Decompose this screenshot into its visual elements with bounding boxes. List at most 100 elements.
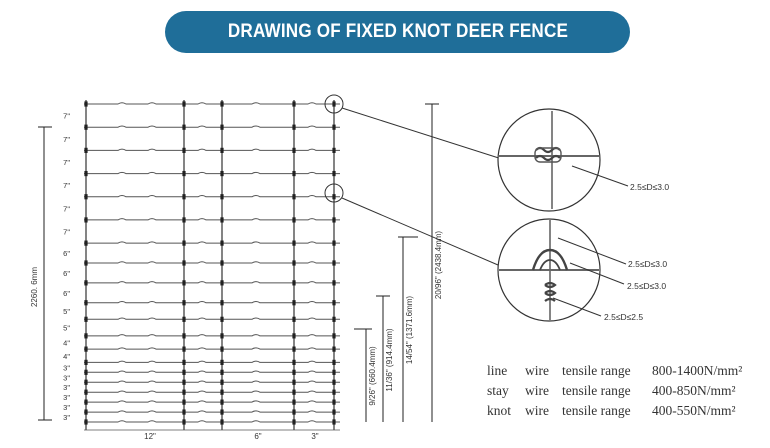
- knot: [220, 359, 224, 365]
- knot: [332, 194, 336, 200]
- dim-full-label: 20/96" (2438.4mm): [434, 231, 443, 300]
- spacing-label: 3": [63, 373, 70, 382]
- line-wire: [84, 102, 340, 105]
- knot: [182, 300, 186, 306]
- knot: [332, 101, 336, 107]
- spec-value: 400-850N/mm²: [652, 383, 736, 398]
- knot: [332, 389, 336, 395]
- spec-value: 800-1400N/mm²: [652, 363, 743, 378]
- spacing-label: 3": [63, 413, 70, 422]
- knot: [332, 147, 336, 153]
- knot: [182, 346, 186, 352]
- knot: [332, 419, 336, 425]
- knot: [220, 147, 224, 153]
- spec-wire: wire: [525, 403, 549, 418]
- spacing-label: 3": [63, 403, 70, 412]
- knot: [332, 260, 336, 266]
- knot: [182, 124, 186, 130]
- line-wire: [84, 317, 340, 320]
- callout-knot-b: 2.5≤D≤3.0: [627, 281, 666, 291]
- left-dimension: [38, 126, 52, 421]
- knot: [84, 147, 88, 153]
- dim-26-label: 9/26" (660.4mm): [368, 346, 377, 406]
- knot: [292, 101, 296, 107]
- leader-line-knot: [341, 197, 506, 269]
- knot: [292, 300, 296, 306]
- leader-top-callout: [571, 165, 629, 187]
- line-wire: [84, 360, 340, 363]
- knot: [182, 359, 186, 365]
- line-wire: [84, 380, 340, 383]
- knot: [292, 147, 296, 153]
- knot: [84, 369, 88, 375]
- knot: [332, 399, 336, 405]
- knot: [292, 170, 296, 177]
- right-dimensions: [354, 103, 439, 422]
- knot: [332, 359, 336, 365]
- leader-knot-b: [569, 262, 625, 285]
- line-wire: [84, 420, 340, 423]
- knot: [182, 260, 186, 266]
- spacing-label: 3": [63, 363, 70, 372]
- spacing-label: 6": [63, 289, 70, 298]
- detail-circle-top: [497, 108, 601, 212]
- knot: [182, 240, 186, 246]
- line-wire: [84, 125, 340, 128]
- knot: [220, 217, 224, 223]
- knot: [84, 379, 88, 385]
- knot: [220, 240, 224, 246]
- spec-type: knot: [487, 403, 512, 418]
- knot: [292, 419, 296, 425]
- left-dimension-label: 2260. 6mm: [30, 267, 39, 307]
- spec-value: 400-550N/mm²: [652, 403, 736, 418]
- knot: [84, 333, 88, 339]
- knot: [332, 369, 336, 375]
- spacing-label: 4": [63, 339, 70, 348]
- knot: [292, 359, 296, 365]
- title-banner: DRAWING OF FIXED KNOT DEER FENCE: [165, 11, 630, 53]
- knot: [84, 300, 88, 306]
- knot: [220, 369, 224, 375]
- spec-label: tensile range: [562, 383, 631, 398]
- spacing-labels: 7"7"7"7"7"7"6"6"6"5"5"4"4"3"3"3"3"3"3": [63, 112, 70, 422]
- knot: [84, 359, 88, 365]
- knot: [292, 280, 296, 286]
- spacing-label: 7": [63, 204, 70, 213]
- knot: [182, 333, 186, 339]
- knot: [84, 217, 88, 223]
- line-wire: [84, 400, 340, 403]
- knot: [220, 379, 224, 385]
- knot: [182, 147, 186, 153]
- knot: [84, 194, 88, 200]
- knot: [292, 260, 296, 266]
- spec-label: tensile range: [562, 403, 631, 418]
- knot: [84, 101, 88, 107]
- spacing-label: 7": [63, 112, 70, 121]
- knot: [292, 217, 296, 223]
- callout-knot-c: 2.5≤D≤2.5: [604, 312, 643, 322]
- knot: [84, 280, 88, 286]
- knot: [220, 399, 224, 405]
- knot: [332, 124, 336, 130]
- leader-knot-c: [552, 297, 602, 317]
- knot: [84, 399, 88, 405]
- knot: [182, 389, 186, 395]
- knot: [332, 170, 336, 177]
- knot: [292, 316, 296, 322]
- detail-circle-knot: [497, 218, 601, 322]
- leader-knot-a: [557, 237, 627, 265]
- knot: [84, 419, 88, 425]
- knot: [220, 124, 224, 130]
- fence-grid: [84, 100, 340, 431]
- detail-marker-top: [324, 94, 344, 114]
- knot: [220, 280, 224, 286]
- knot: [220, 101, 224, 107]
- line-wire: [84, 195, 340, 198]
- dim-54-label: 14/54" (1371.6mm): [405, 296, 414, 365]
- spec-wire: wire: [525, 383, 549, 398]
- knot: [292, 333, 296, 339]
- knot: [292, 194, 296, 200]
- knot: [292, 379, 296, 385]
- bottom-label-3: 3": [311, 432, 318, 441]
